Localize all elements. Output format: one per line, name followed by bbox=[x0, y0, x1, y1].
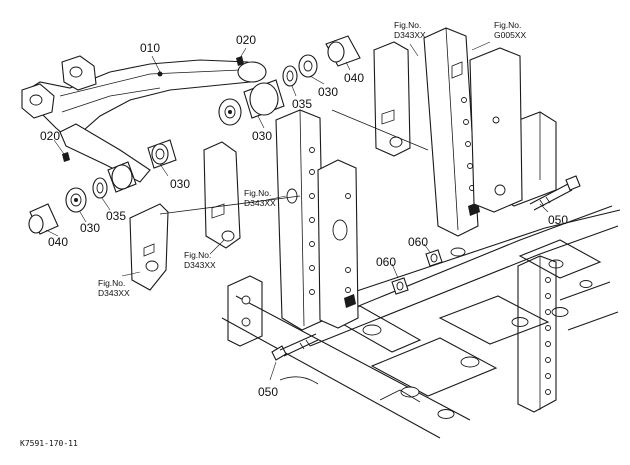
fasteners bbox=[271, 175, 581, 361]
part-label-030-a: 030 bbox=[170, 177, 190, 191]
fig-ref-code: D343XX bbox=[184, 260, 216, 270]
fig-ref-label: Fig.No. bbox=[494, 20, 521, 30]
part-label-050-a: 050 bbox=[548, 213, 568, 227]
fig-ref-label: Fig.No. bbox=[184, 250, 211, 260]
side-plates bbox=[129, 27, 523, 331]
part-number-labels: 010 020 020 030 030 030 030 035 035 040 … bbox=[40, 33, 568, 399]
fig-ref-label: Fig.No. bbox=[394, 20, 421, 30]
part-label-030-c: 030 bbox=[318, 85, 338, 99]
part-label-060-a: 060 bbox=[408, 235, 428, 249]
fig-ref-code: D343XX bbox=[394, 30, 426, 40]
part-label-050-b: 050 bbox=[258, 385, 278, 399]
part-label-020-top: 020 bbox=[236, 33, 256, 47]
fig-ref-label: Fig.No. bbox=[244, 188, 271, 198]
fig-ref-d343xx-lower: Fig.No. D343XX bbox=[184, 250, 216, 270]
fig-ref-code: D343XX bbox=[98, 288, 130, 298]
drawing-code: K7591-170-11 bbox=[20, 439, 78, 448]
fig-ref-code: G005XX bbox=[494, 30, 526, 40]
part-label-035-b: 035 bbox=[106, 209, 126, 223]
part-label-010: 010 bbox=[140, 41, 160, 55]
part-label-020-left: 020 bbox=[40, 129, 60, 143]
left-bushing-stack bbox=[28, 139, 177, 235]
figure-references: Fig.No. D343XX Fig.No. G005XX Fig.No. D3… bbox=[98, 20, 526, 298]
part-label-030-d: 030 bbox=[80, 221, 100, 235]
part-label-060-b: 060 bbox=[376, 255, 396, 269]
fig-ref-d343xx-middle: Fig.No. D343XX bbox=[244, 188, 276, 208]
part-label-040-b: 040 bbox=[48, 235, 68, 249]
fig-ref-g005xx: Fig.No. G005XX bbox=[494, 20, 526, 40]
leader-lines bbox=[45, 41, 549, 381]
right-bushing-stack bbox=[218, 35, 361, 126]
fig-ref-d343xx-top: Fig.No. D343XX bbox=[394, 20, 426, 40]
fig-ref-d343xx-left: Fig.No. D343XX bbox=[98, 278, 130, 298]
fig-ref-code: D343XX bbox=[244, 198, 276, 208]
part-label-035-a: 035 bbox=[292, 97, 312, 111]
part-label-040-a: 040 bbox=[344, 71, 364, 85]
fig-ref-label: Fig.No. bbox=[98, 278, 125, 288]
part-label-030-b: 030 bbox=[252, 129, 272, 143]
